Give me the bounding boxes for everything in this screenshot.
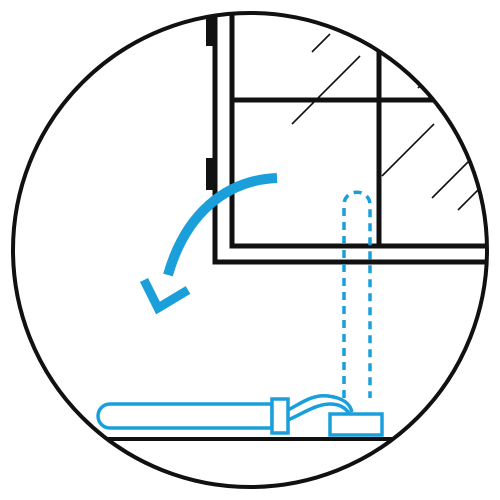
window-outer-edge [212,13,487,265]
clipped-scene [13,13,487,441]
hinge-top [206,16,215,46]
tube-icon [96,397,290,435]
tube-cap [270,397,290,435]
tube-body [96,402,274,430]
reflection-mark [431,155,475,199]
arrow-shaft [163,173,278,277]
frame-circle [11,11,489,489]
cable-lower-strand [287,402,352,422]
glass-reflections [291,33,487,211]
cable-icon [287,190,372,422]
reflection-mark [291,55,361,125]
reflection-mark [381,123,435,177]
arrow-head [139,277,191,315]
hinge-bottom [206,158,215,190]
hinge-icon [206,16,215,190]
dashed-cable [342,190,372,398]
reflection-mark [311,33,331,53]
window-inner-edge [229,13,487,249]
cable-upper-strand [287,394,354,413]
sensor-block-icon [328,412,384,437]
reflection-mark [417,57,449,89]
swing-arrow-icon [139,173,278,315]
